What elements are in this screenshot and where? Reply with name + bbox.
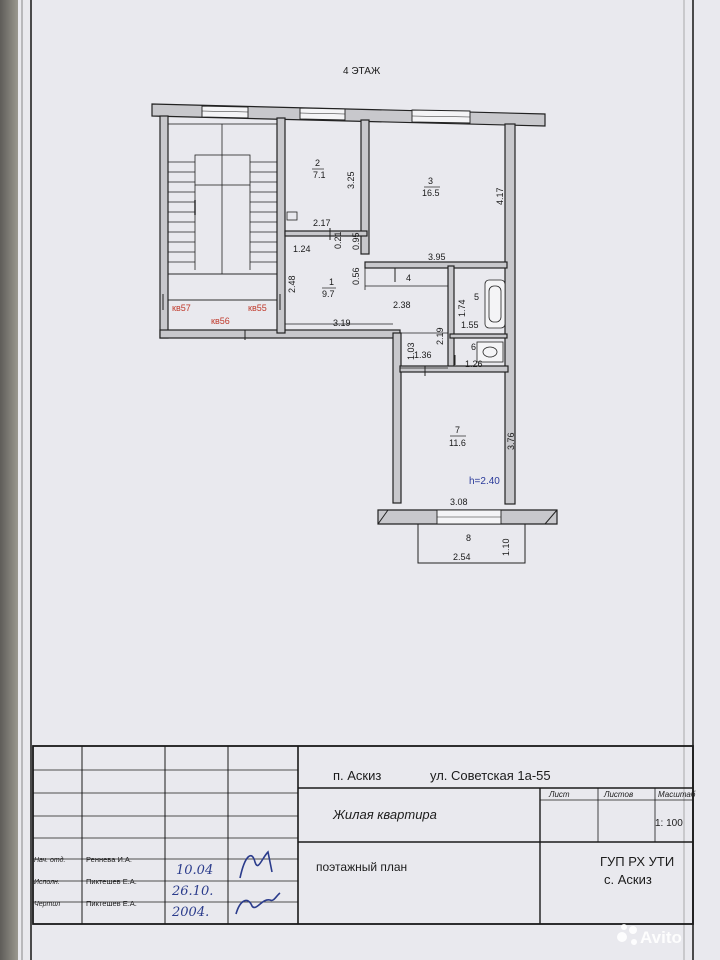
wall-room7-left <box>392 332 402 504</box>
dim-2-19: 2.19 <box>435 327 445 345</box>
stamp-col-list: Лист <box>548 790 570 799</box>
signatures <box>235 850 281 915</box>
ceiling-height: h=2.40 <box>469 476 500 487</box>
dim-3-25: 3.25 <box>346 171 356 189</box>
wall-bath-left <box>447 265 455 369</box>
sink <box>476 341 504 363</box>
dim-2-38: 2.38 <box>393 300 411 310</box>
dim-3-76: 3.76 <box>506 432 516 450</box>
walls <box>151 103 558 525</box>
room-1-area: 9.7 <box>322 289 335 299</box>
dim-0-95: 0.95 <box>351 232 361 250</box>
dim-4: 4 <box>406 273 411 283</box>
stamp-sheet-type: поэтажный план <box>316 860 407 874</box>
signature-2 <box>235 892 281 915</box>
dim-1-10: 1.10 <box>501 538 511 556</box>
room-3-area: 16.5 <box>422 188 440 198</box>
room-1-number: 1 <box>329 277 334 287</box>
stamp-role-2: Чертил <box>34 901 60 908</box>
stamp-name-0: Реннева И.А. <box>86 855 132 864</box>
wall-left <box>159 115 169 339</box>
wall-2-3 <box>360 119 370 255</box>
room-6-number: 6 <box>471 342 476 352</box>
stamp-org-name: ГУП РХ УТИ <box>600 854 674 869</box>
dim-2-17: 2.17 <box>313 218 331 228</box>
stamp-role-1: Исполн. <box>34 879 60 886</box>
stamp-name-1: Пиктешев Е.А. <box>86 877 137 886</box>
dim-1-03: 1.03 <box>406 342 416 360</box>
apartment-boundary <box>168 211 298 301</box>
room-3-number: 3 <box>428 176 433 186</box>
balcony <box>377 509 558 564</box>
stamp-org-place: с. Аскиз <box>604 872 652 887</box>
dim-1-74: 1.74 <box>457 299 467 317</box>
stamp-col-scale: Масштаб <box>658 790 696 799</box>
dim-3-19: 3.19 <box>333 318 351 328</box>
stamp-settlement: п. Аскиз <box>333 768 381 783</box>
date-1: 26.10. <box>171 884 213 899</box>
title-block-text: п. Аскиз ул. Советская 1а-55 Жилая кварт… <box>34 768 696 908</box>
interior-lines <box>285 268 448 369</box>
floor-title: 4 ЭТАЖ <box>343 66 381 77</box>
date-2: 2004. <box>171 905 209 920</box>
fixtures <box>476 279 506 363</box>
door-ticks <box>162 228 456 376</box>
bathtub <box>484 279 506 329</box>
stamp-scale: 1: 100 <box>655 818 683 829</box>
apt-56-label: кв56 <box>211 316 230 326</box>
room-8-number: 8 <box>466 533 471 543</box>
stamp-col-sheets: Листов <box>603 790 633 799</box>
avito-watermark: Avito <box>617 924 682 947</box>
wall-room7-top <box>399 365 509 373</box>
wall-under-3 <box>364 261 508 269</box>
staircase <box>167 123 278 301</box>
dim-1-26: 1.26 <box>465 359 483 369</box>
dim-3-95: 3.95 <box>428 252 446 262</box>
room-7-area: 11.6 <box>449 438 466 448</box>
dim-0-21: 0.21 <box>333 231 343 249</box>
dim-1-36: 1.36 <box>414 350 432 360</box>
room-labels: 2 7.1 3 16.5 1 9.7 5 6 7 11.6 8 <box>312 158 479 543</box>
dim-3-08: 3.08 <box>450 497 468 507</box>
date-0: 10.04 <box>176 863 213 878</box>
dim-0-56: 0.56 <box>351 267 361 285</box>
apt-57-label: кв57 <box>172 303 191 313</box>
stamp-role-0: Нач. отд. <box>34 856 66 864</box>
apartment-labels: кв57 кв55 кв56 <box>172 303 267 326</box>
apt-55-label: кв55 <box>248 303 267 313</box>
handwritten-dates: 10.04 26.10. 2004. <box>171 863 213 920</box>
dim-1-24: 1.24 <box>293 244 311 254</box>
wall-stair <box>276 117 286 334</box>
page-shadow <box>0 0 18 960</box>
dimension-labels: 3.25 2.17 4.17 1.24 0.21 0.95 3.95 0.56 … <box>287 171 516 562</box>
window-lines <box>201 110 501 518</box>
avito-logo-text: Avito <box>640 928 682 947</box>
wall-bath-bottom <box>449 333 508 339</box>
stamp-street: ул. Советская 1а-55 <box>430 768 551 783</box>
dim-2-54: 2.54 <box>453 552 471 562</box>
signature-1 <box>239 850 273 879</box>
room-7-number: 7 <box>455 425 460 435</box>
room-2-number: 2 <box>315 158 320 168</box>
dim-1-55: 1.55 <box>461 320 479 330</box>
title-block <box>32 745 694 925</box>
stamp-object: Жилая квартира <box>332 807 437 822</box>
dim-4-17: 4.17 <box>495 187 505 205</box>
stamp-name-2: Пиктешев Е.А. <box>86 899 137 908</box>
room-2-area: 7.1 <box>313 170 326 180</box>
room-5-number: 5 <box>474 292 479 302</box>
dim-2-48: 2.48 <box>287 275 297 293</box>
